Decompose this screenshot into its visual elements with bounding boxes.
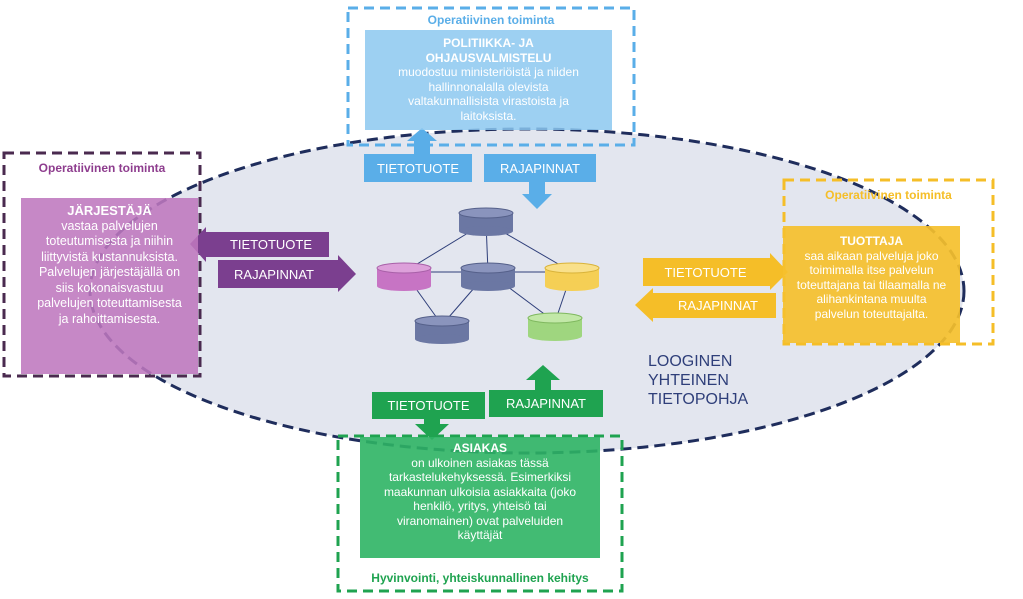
left-frame [2, 151, 202, 378]
database-icon [414, 315, 470, 344]
right-content-box: TUOTTAJA saa aikaan palveluja joko toimi… [783, 226, 960, 343]
top-content-box: POLITIIKKA- JA OHJAUSVALMISTELU muodostu… [365, 30, 612, 130]
center-label-line1: LOOGINEN [648, 353, 733, 370]
right-frame-title: Operatiivinen toiminta [825, 188, 952, 202]
left-box-title: JÄRJESTÄJÄ [67, 203, 152, 218]
right-rajapinnat-label: RAJAPINNAT [678, 298, 758, 313]
center-label-line3: TIETOPOHJA [648, 391, 749, 408]
bottom-content-box: ASIAKAS on ulkoinen asiakas tässä tarkas… [360, 437, 600, 558]
database-icon [544, 262, 600, 291]
left-rajapinnat-label: RAJAPINNAT [234, 267, 314, 282]
top-tietotuote-arrow [364, 128, 472, 182]
left-rajapinnat-arrow [218, 255, 356, 292]
top-rajapinnat-arrow [484, 154, 596, 209]
database-icon [458, 207, 514, 236]
right-tietotuote-arrow [643, 253, 788, 290]
right-box-title: TUOTTAJA [839, 234, 904, 248]
left-frame-title: Operatiivinen toiminta [38, 161, 166, 175]
right-box-text: saa aikaan palveluja joko toimimalla its… [796, 248, 947, 321]
center-label-line2: YHTEINEN [648, 372, 729, 389]
left-content-box: JÄRJESTÄJÄ vastaa palvelujen toteutumise… [21, 198, 198, 374]
bottom-tietotuote-arrow [372, 392, 485, 440]
database-icon [376, 262, 432, 291]
top-tietotuote-label: TIETOTUOTE [376, 161, 460, 176]
bottom-frame [336, 434, 624, 593]
top-frame [346, 6, 636, 147]
left-tietotuote-arrow [190, 227, 329, 262]
database-icon [460, 262, 516, 291]
right-rajapinnat-arrow [635, 288, 776, 322]
bottom-rajapinnat-label: RAJAPINNAT [506, 396, 586, 411]
top-box-text: muodostuu ministeriöistä ja niiden halli… [398, 65, 579, 123]
database-icon [527, 312, 583, 341]
left-box-text: vastaa palvelujen toteutumisesta ja niih… [37, 218, 182, 326]
top-rajapinnat-label: RAJAPINNAT [500, 161, 580, 176]
top-box-title: POLITIIKKA- JA OHJAUSVALMISTELU [425, 36, 552, 65]
bottom-box-title: ASIAKAS [452, 441, 507, 455]
right-tietotuote-label: TIETOTUOTE [664, 265, 747, 280]
bottom-frame-title: Hyvinvointi, yhteiskunnallinen kehitys [371, 571, 589, 585]
top-frame-title: Operatiivinen toiminta [427, 13, 555, 27]
bottom-box-text: on ulkoinen asiakas tässä tarkastelukehy… [383, 455, 577, 543]
bottom-rajapinnat-arrow [489, 365, 603, 417]
left-tietotuote-label: TIETOTUOTE [229, 237, 313, 252]
bottom-tietotuote-label: TIETOTUOTE [387, 398, 470, 413]
logical-data-foundation-label: LOOGINEN YHTEINEN TIETOPOHJA [648, 352, 748, 409]
